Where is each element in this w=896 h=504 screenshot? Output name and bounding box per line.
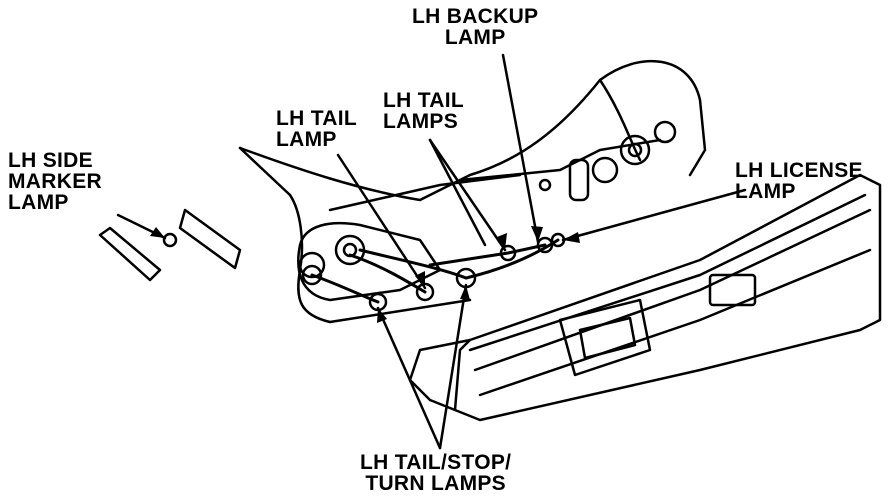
lh-tail-stop-turn-lamps-label: LH TAIL/STOP/ TURN LAMPS <box>360 451 512 495</box>
lh-license-lamp-label: LH LICENSE LAMP <box>735 159 863 203</box>
lh-tail-lamp-label: LH TAIL LAMP <box>276 107 358 151</box>
bumper-fascia <box>408 173 882 422</box>
wiring-harness <box>310 238 560 304</box>
side-marker-lens <box>98 208 242 282</box>
lh-tail-lamps-label: LH TAIL LAMPS <box>383 89 465 133</box>
lh-side-marker-lamp-label: LH SIDE MARKER LAMP <box>8 149 102 214</box>
leader-lines <box>116 53 747 450</box>
trunk-openings <box>538 120 677 202</box>
license-pocket <box>558 273 757 377</box>
arrowheads <box>150 226 580 323</box>
lh-backup-lamp-label: LH BACKUP LAMP <box>412 5 539 49</box>
